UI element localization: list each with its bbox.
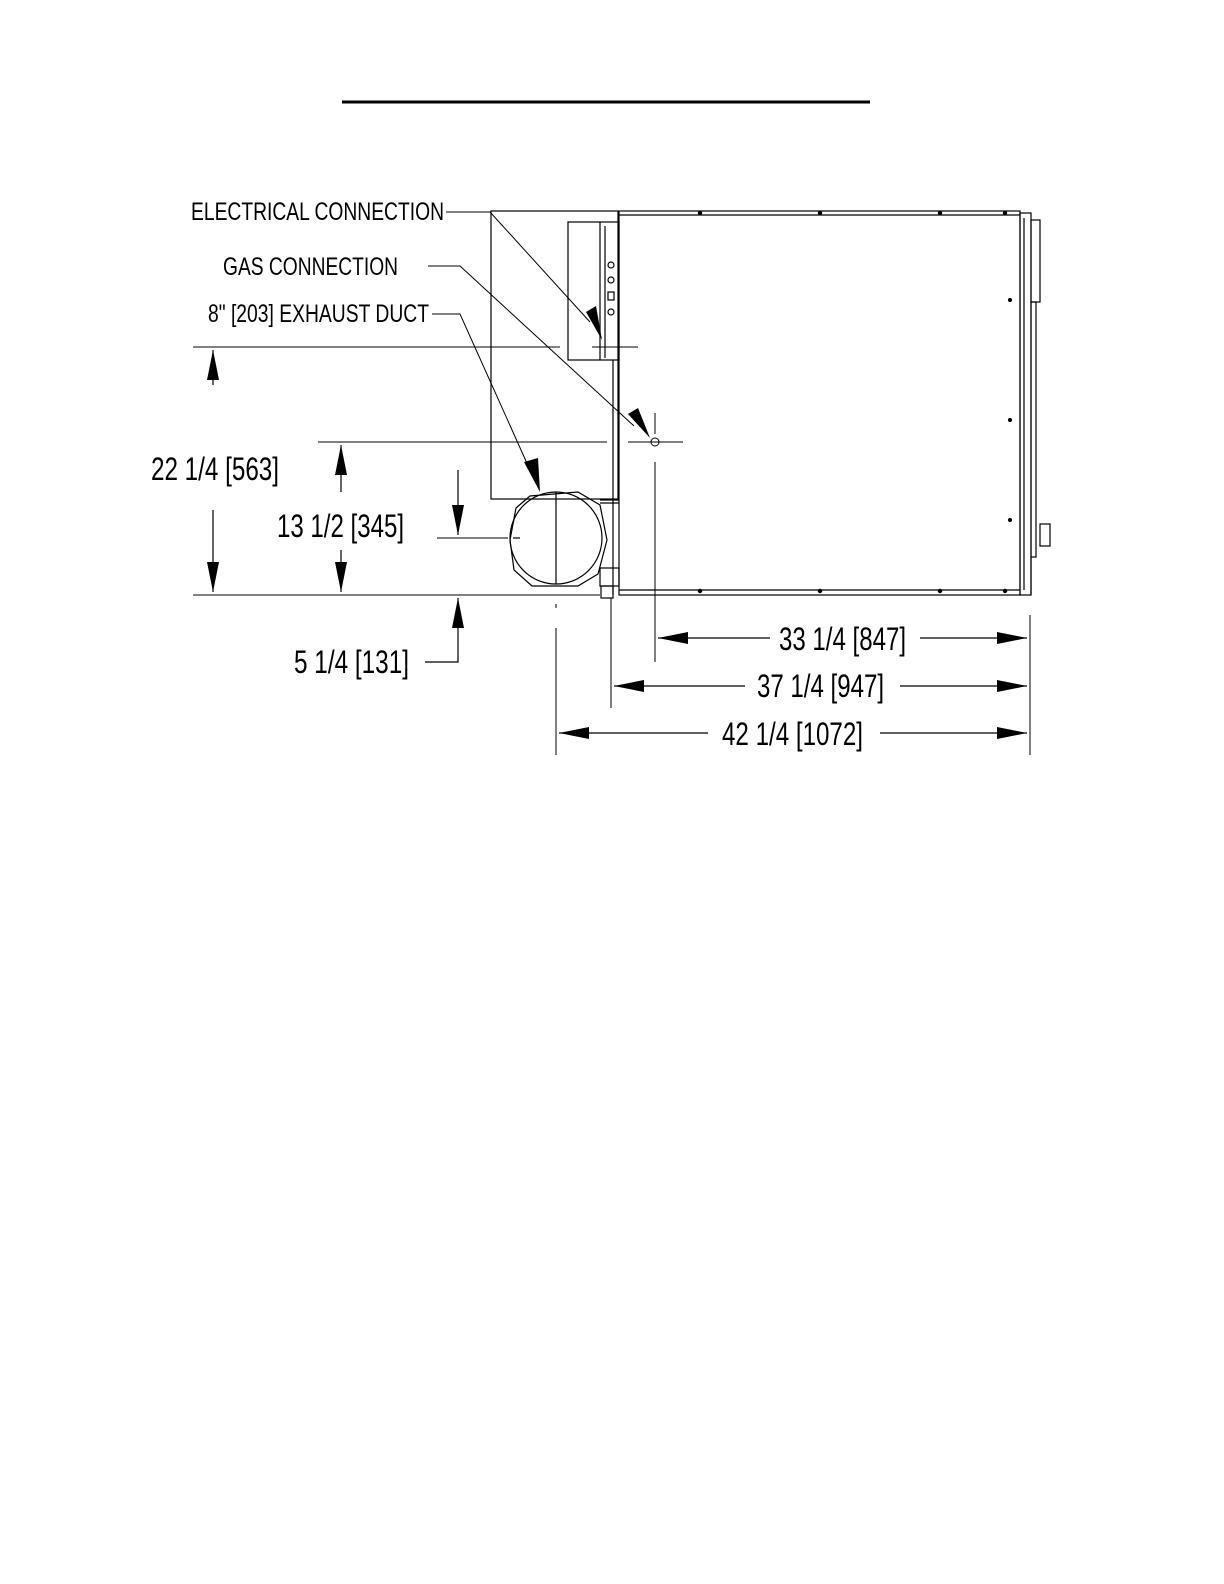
dim-height-gas: 13 1/2 [345] — [277, 508, 404, 544]
callout-leaders — [428, 212, 650, 492]
vertical-dimensions — [213, 350, 458, 662]
dim-depth-gas: 33 1/4 [847] — [779, 621, 906, 657]
main-body — [619, 211, 1020, 595]
electrical-connection-label: ELECTRICAL CONNECTION — [191, 198, 444, 226]
gas-connection-label: GAS CONNECTION — [223, 253, 398, 281]
dim-depth-overall: 42 1/4 [1072] — [722, 716, 863, 752]
connection-box — [568, 222, 619, 360]
dim-height-electrical: 22 1/4 [563] — [151, 451, 279, 487]
extension-lines — [193, 347, 1030, 755]
dim-height-duct-center: 5 1/4 [131] — [294, 644, 409, 680]
front-door — [1020, 213, 1031, 595]
rear-hood — [491, 211, 618, 499]
equipment-outline — [491, 211, 1050, 598]
exhaust-duct-label: 8" [203] EXHAUST DUCT — [208, 300, 429, 328]
dim-depth-cabinet: 37 1/4 [947] — [757, 668, 884, 704]
